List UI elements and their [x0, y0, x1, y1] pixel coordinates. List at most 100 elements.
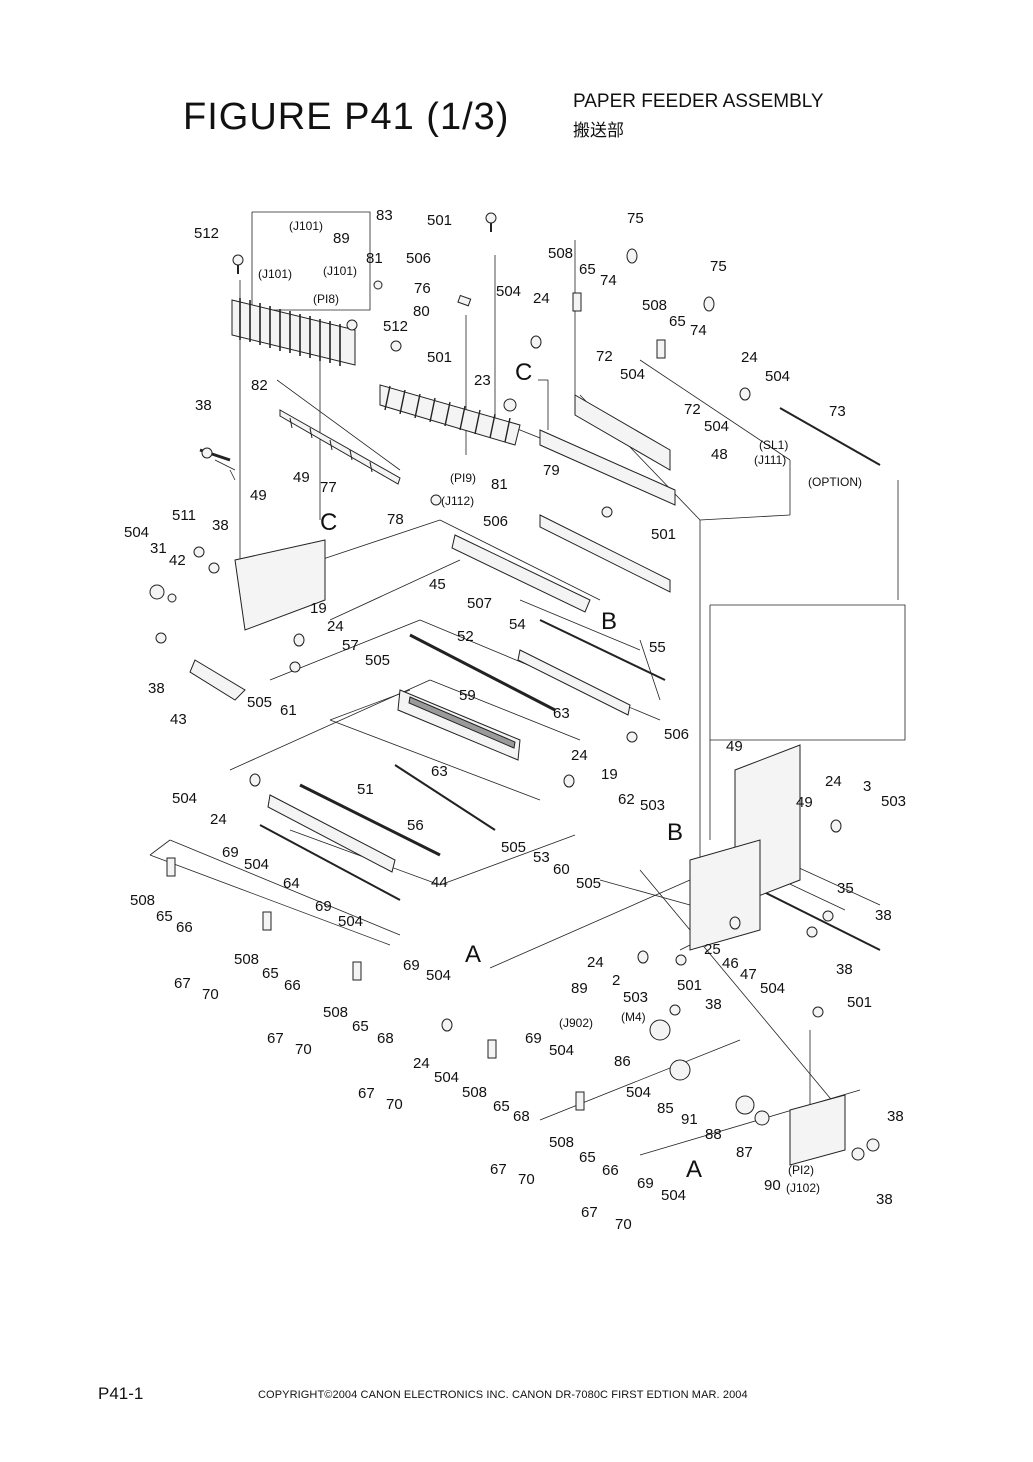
callout-label: (J102): [786, 1181, 820, 1195]
callout-label: 75: [627, 210, 644, 227]
callout-label: 49: [293, 469, 310, 486]
callout-label: 24: [825, 773, 842, 790]
callout-label: 511: [172, 507, 196, 524]
callout-labels: 83 (J101) 89 512 (J101) (J101) 81 506 (P…: [124, 207, 906, 1233]
callout-label: 503: [881, 793, 906, 810]
callout-label: 68: [377, 1030, 394, 1047]
callout-label: 38: [887, 1108, 904, 1125]
callout-label: 49: [250, 487, 267, 504]
callout-label: 19: [310, 600, 327, 617]
callout-label: (SL1): [759, 438, 788, 452]
callout-label: 505: [501, 839, 526, 856]
callout-label: (J101): [323, 264, 357, 278]
callout-label: 70: [295, 1041, 312, 1058]
callout-label: 24: [210, 811, 227, 828]
callout-label: 56: [407, 817, 424, 834]
callout-label: 89: [571, 980, 588, 997]
shafts: [199, 407, 881, 951]
callout-label: 72: [596, 348, 613, 365]
callout-label: 60: [553, 861, 570, 878]
callout-label: 504: [620, 366, 645, 383]
guide-44: [267, 794, 396, 873]
callout-label: 501: [677, 977, 702, 994]
callout-label: 24: [533, 290, 550, 307]
section-marker: A: [465, 941, 481, 968]
leader-lines: [149, 211, 906, 1156]
callout-label: 501: [427, 212, 452, 229]
callout-label: 85: [657, 1100, 674, 1117]
callout-label: 83: [376, 207, 393, 224]
guide-59: [397, 689, 521, 761]
callout-label: 67: [174, 975, 191, 992]
callout-label: 81: [366, 250, 383, 267]
paper-guide-rollers: [231, 298, 356, 366]
callout-label: 501: [427, 349, 452, 366]
callout-label: 42: [169, 552, 186, 569]
callout-label: 19: [601, 766, 618, 783]
callout-label: 504: [124, 524, 149, 541]
callout-label: 77: [320, 479, 337, 496]
callout-label: 504: [244, 856, 269, 873]
callout-label: 70: [518, 1171, 535, 1188]
callout-label: 70: [386, 1096, 403, 1113]
callout-label: 504: [765, 368, 790, 385]
callout-label: 38: [212, 517, 229, 534]
callout-label: (M4): [621, 1010, 646, 1024]
page-number: P41-1: [98, 1384, 144, 1403]
callout-label: 508: [323, 1004, 348, 1021]
callout-label: (PI9): [450, 471, 476, 485]
guide-54: [517, 649, 631, 716]
callout-label: 65: [352, 1018, 369, 1035]
callout-label: 49: [726, 738, 743, 755]
callout-label: 64: [283, 875, 300, 892]
callout-label: 61: [280, 702, 297, 719]
section-marker: B: [601, 608, 617, 635]
callout-label: 66: [284, 977, 301, 994]
callout-label: 74: [690, 322, 707, 339]
callout-label: 67: [581, 1204, 598, 1221]
callout-label: 503: [623, 989, 648, 1006]
callout-label: 31: [150, 540, 167, 557]
callout-label: 86: [614, 1053, 631, 1070]
callout-label: 508: [642, 297, 667, 314]
callout-label: (OPTION): [808, 475, 862, 489]
callout-label: (PI2): [788, 1163, 814, 1177]
callout-label: 504: [549, 1042, 574, 1059]
callout-label: 24: [413, 1055, 430, 1072]
guide-501-lower: [539, 514, 671, 593]
callout-label: 76: [414, 280, 431, 297]
callout-label: 57: [342, 637, 359, 654]
callout-label: 65: [262, 965, 279, 982]
callout-label: 505: [576, 875, 601, 892]
callout-label: 65: [669, 313, 686, 330]
callout-label: 69: [403, 957, 420, 974]
callout-label: 70: [615, 1216, 632, 1233]
callout-label: 80: [413, 303, 430, 320]
callout-label: 501: [847, 994, 872, 1011]
callout-label: (J101): [258, 267, 292, 281]
assembly-name-jp: 搬送部: [573, 121, 624, 140]
callout-label: 506: [483, 513, 508, 530]
callout-label: 503: [640, 797, 665, 814]
callout-label: 65: [579, 261, 596, 278]
bushings-and-screws: [155, 212, 880, 1161]
callout-label: 74: [600, 272, 617, 289]
guide-45: [451, 534, 591, 613]
callout-label: 67: [358, 1085, 375, 1102]
callout-label: 506: [406, 250, 431, 267]
callout-label: 75: [710, 258, 727, 275]
callout-label: (J112): [441, 494, 474, 508]
section-marker: B: [667, 819, 683, 846]
callout-label: 43: [170, 711, 187, 728]
section-marker: C: [515, 359, 532, 386]
callout-label: (J902): [559, 1016, 593, 1030]
callout-label: 62: [618, 791, 635, 808]
section-marker: A: [686, 1156, 702, 1183]
figure-title: FIGURE P41 (1/3): [183, 96, 510, 138]
assembly-name: PAPER FEEDER ASSEMBLY: [573, 91, 824, 112]
callout-label: 508: [548, 245, 573, 262]
callout-label: 25: [704, 941, 721, 958]
section-marker: C: [320, 509, 337, 536]
callout-label: 38: [195, 397, 212, 414]
